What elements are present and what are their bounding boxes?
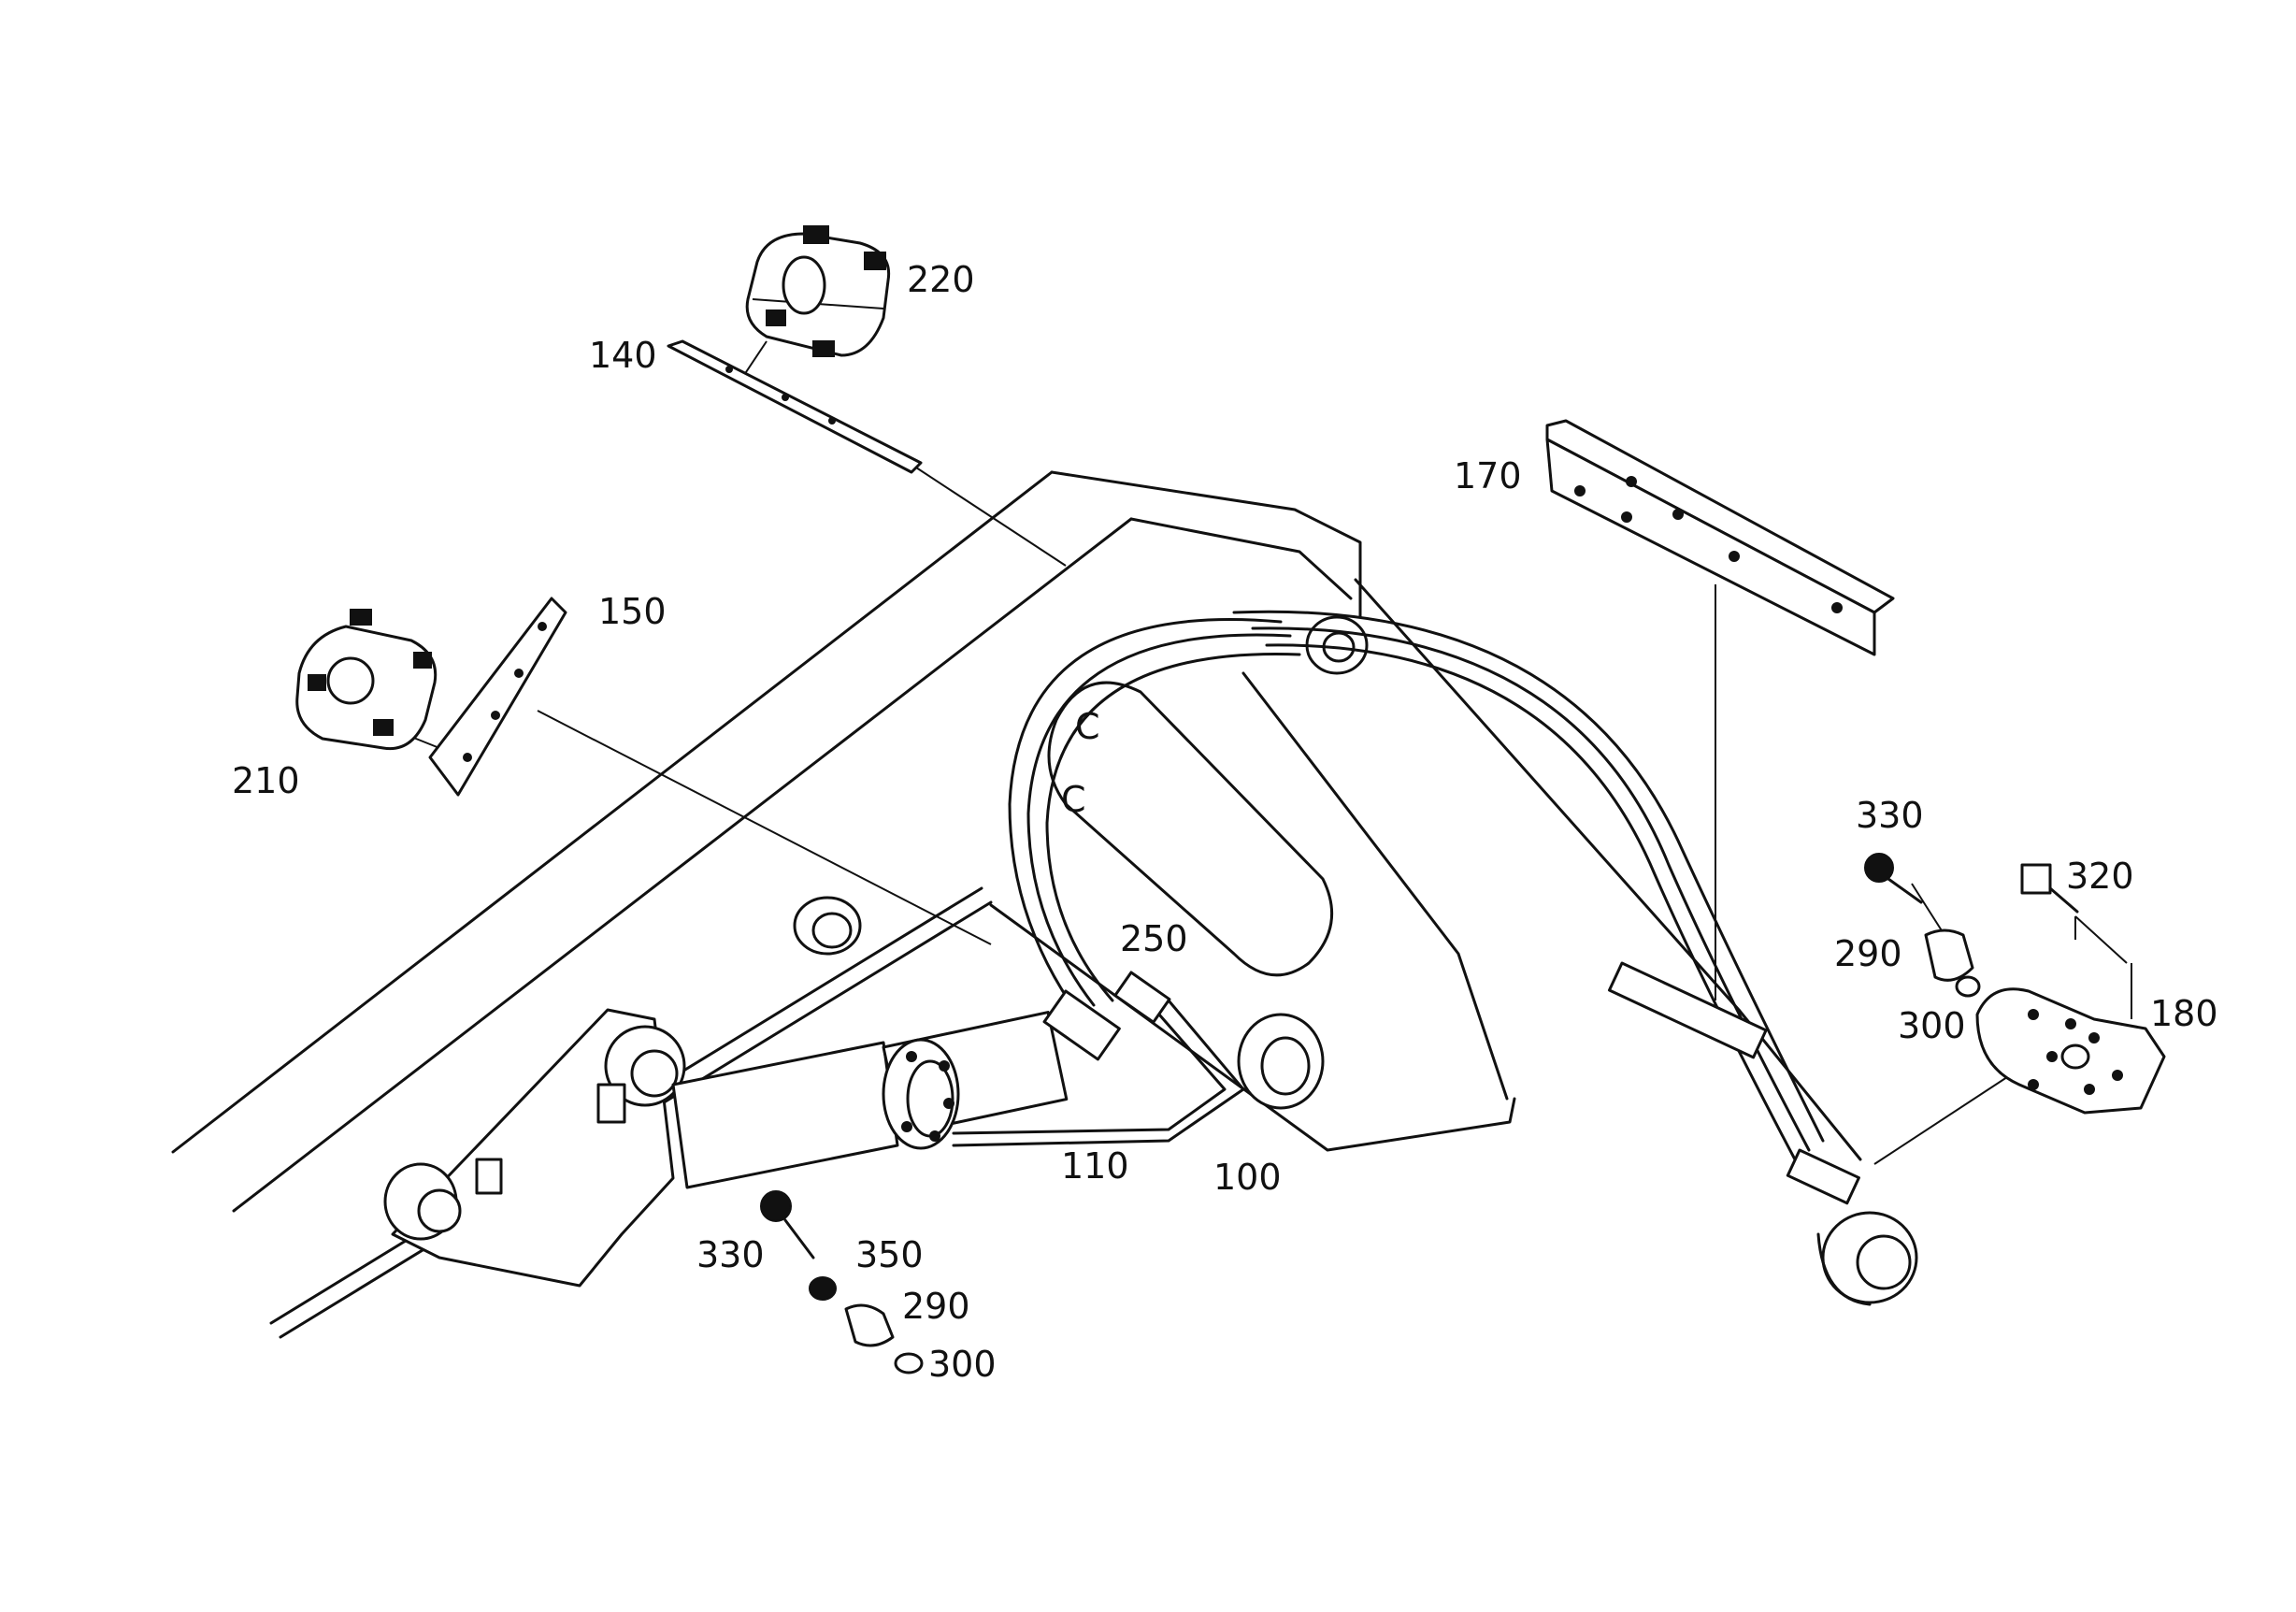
part-labels: 220 140 150 210 170 250 110 100 330 320 … — [232, 259, 2218, 1385]
label-100: 100 — [1213, 1157, 1282, 1198]
plate-140 — [667, 339, 923, 474]
hose-clip — [1607, 961, 1768, 1059]
label-300-right: 300 — [1898, 1005, 1966, 1046]
pin-lock-upper — [596, 1083, 626, 1124]
label-300-lower: 300 — [928, 1344, 997, 1385]
hose-fitting — [1113, 971, 1171, 1024]
label-170: 170 — [1454, 455, 1522, 497]
plate-150 — [428, 597, 567, 797]
flange-block-180 — [1975, 987, 2166, 1115]
boom-head-block — [1047, 681, 1334, 977]
hydraulic-cylinder — [671, 1011, 1325, 1189]
plate-170 — [1545, 419, 1895, 656]
label-330-lower: 330 — [696, 1234, 765, 1275]
label-250: 250 — [1120, 918, 1188, 959]
label-290-lower: 290 — [902, 1286, 970, 1327]
clamp-220 — [745, 225, 891, 357]
hose-end-fitting — [1786, 1148, 1860, 1205]
label-140: 140 — [589, 335, 657, 376]
label-290-right: 290 — [1834, 933, 1902, 974]
fasteners-right — [1864, 853, 2079, 998]
boom-arm: C C — [171, 470, 1918, 1339]
label-350: 350 — [855, 1234, 924, 1275]
label-180: 180 — [2150, 993, 2218, 1034]
fasteners-lower — [760, 1190, 924, 1375]
pivot-ear-plate — [391, 1008, 675, 1288]
bolt-320 — [2020, 863, 2052, 895]
label-320: 320 — [2066, 856, 2134, 897]
clip-290-right — [1924, 928, 1974, 982]
label-220: 220 — [907, 259, 975, 300]
washer-350 — [809, 1276, 837, 1301]
label-110: 110 — [1061, 1145, 1129, 1187]
o-ring-300-lower — [894, 1352, 924, 1375]
label-150: 150 — [598, 591, 667, 632]
hose-bundle — [952, 610, 1860, 1205]
pin-mark: C — [1061, 779, 1086, 820]
clamp-210 — [295, 609, 438, 751]
label-330-right: 330 — [1856, 795, 1924, 836]
clip-290-lower — [844, 1303, 895, 1347]
pin-lock-lower — [475, 1158, 503, 1195]
bolt-330-right — [1864, 853, 1894, 883]
bolt-330-lower — [760, 1190, 792, 1222]
o-ring-300-right — [1955, 975, 1981, 998]
label-210: 210 — [232, 760, 300, 801]
hose-fitting — [1042, 989, 1121, 1061]
